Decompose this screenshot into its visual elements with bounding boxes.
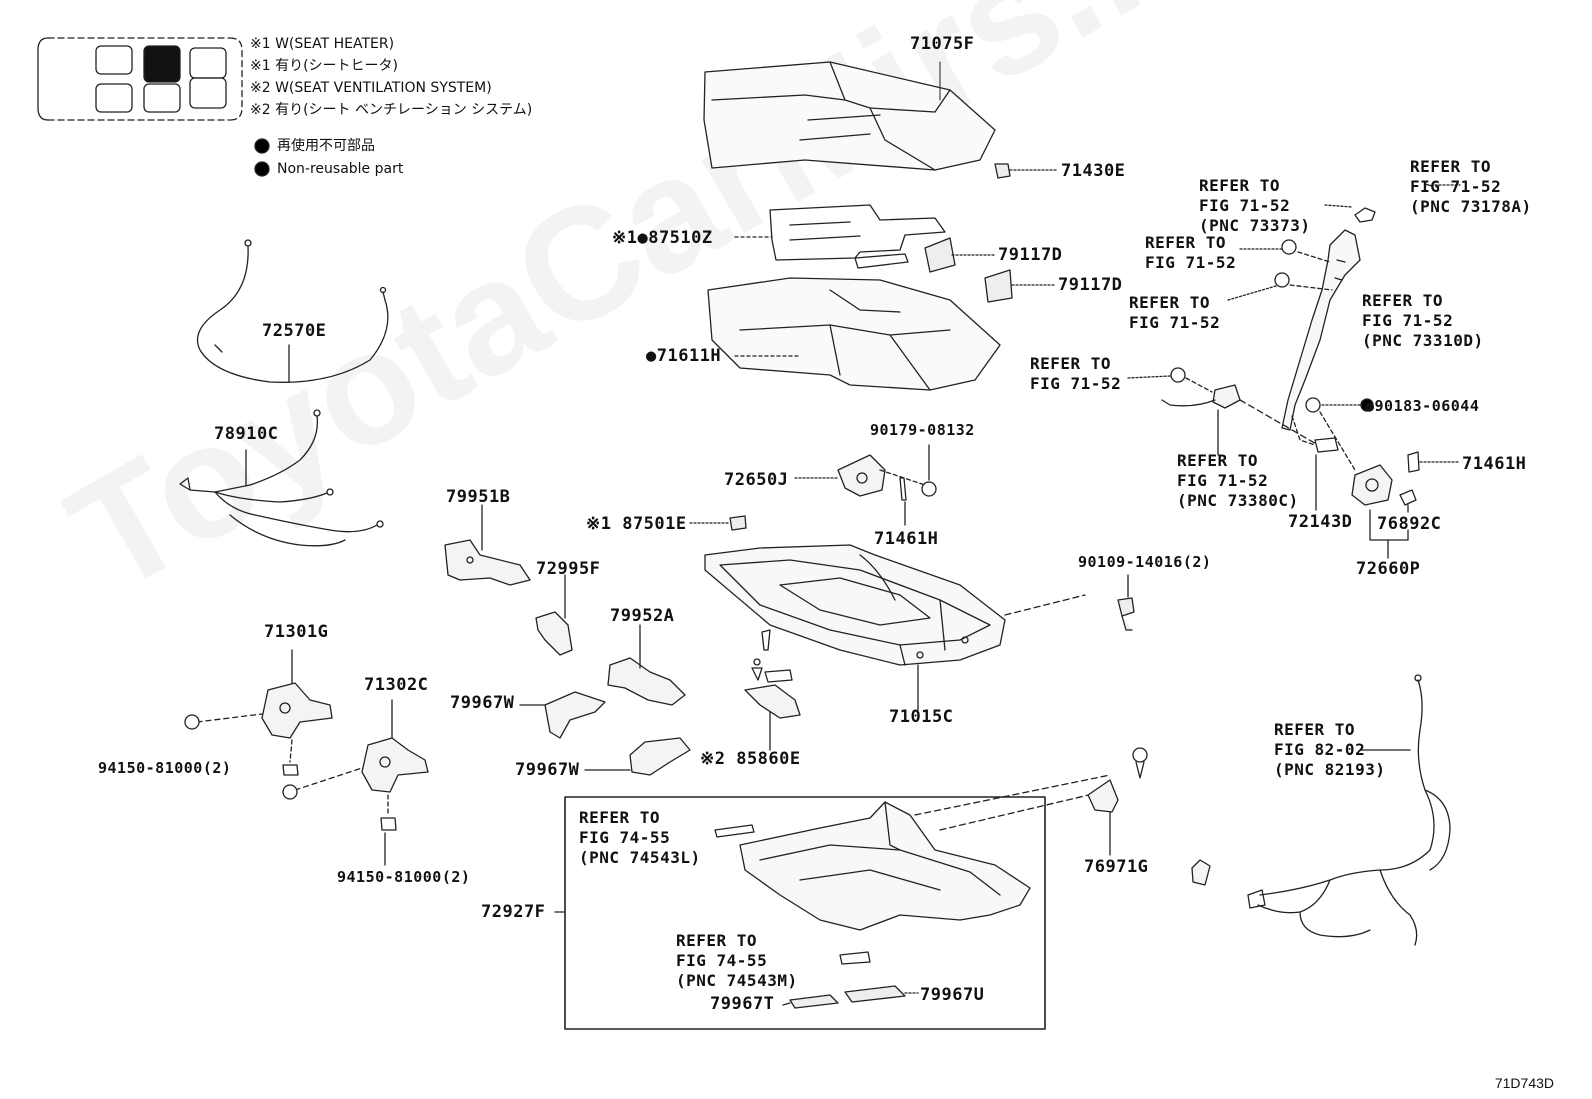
seat-heater-element xyxy=(769,204,946,269)
part-87501E: ※1 87501E xyxy=(586,514,687,534)
seatbelt-buckle-assembly xyxy=(1127,183,1461,559)
hinge-71301G xyxy=(184,649,333,776)
ref-fig-71-52-pnc-73310D: REFER TO FIG 71-52 (PNC 73310D) xyxy=(1362,291,1484,350)
part-79952A: 79952A xyxy=(610,606,675,626)
ref-fig-71-52-pnc-73178A: REFER TO FIG 71-52 (PNC 73178A) xyxy=(1410,157,1532,216)
ref-fig-82-02-pnc-82193: REFER TO FIG 82-02 (PNC 82193) xyxy=(1274,720,1386,779)
ref-fig-71-52-pnc-73373: REFER TO FIG 71-52 (PNC 73373) xyxy=(1199,176,1311,235)
part-94150-81000-a: 94150-81000(2) xyxy=(98,759,232,777)
seat-undercover xyxy=(739,801,1031,931)
wire-harness xyxy=(1247,674,1451,946)
seat-cushion-cover xyxy=(703,61,996,171)
cable-72570E xyxy=(196,239,389,383)
bracket-79951B xyxy=(444,504,531,586)
part-79967W-a: 79967W xyxy=(450,693,515,713)
seat-map-icon xyxy=(37,37,270,177)
part-79951B: 79951B xyxy=(446,487,511,507)
seat-frame xyxy=(704,544,1006,666)
legend-line-2: ※1 有り(シートヒータ) xyxy=(250,58,399,74)
part-71015C: 71015C xyxy=(889,707,954,727)
seat-cushion-pad xyxy=(707,277,1001,391)
part-71461H-b: 71461H xyxy=(1462,454,1527,474)
part-90109-14016: 90109-14016(2) xyxy=(1078,553,1212,571)
legend-line-1: ※1 W(SEAT HEATER) xyxy=(250,36,395,52)
ref-fig-71-52-a: REFER TO FIG 71-52 xyxy=(1145,233,1237,272)
ref-fig-74-55-pnc-74543M: REFER TO FIG 74-55 (PNC 74543M) xyxy=(676,931,798,990)
part-90183-06044: ●90183-06044 xyxy=(1365,397,1480,415)
part-79117D-b: 79117D xyxy=(1058,275,1123,295)
part-85860E: ※2 85860E xyxy=(700,749,801,769)
cover-79967W-b xyxy=(629,737,691,776)
cover-79967W-a xyxy=(544,691,606,739)
part-76971G: 76971G xyxy=(1084,857,1149,877)
legend-non-reusable-jp: 再使用不可部品 xyxy=(277,138,375,154)
ref-fig-74-55-pnc-74543L: REFER TO FIG 74-55 (PNC 74543L) xyxy=(579,808,701,867)
bracket-72650J xyxy=(794,444,937,526)
bracket-79952A xyxy=(607,624,686,706)
part-90179-08132: 90179-08132 xyxy=(870,421,975,439)
part-78910C: 78910C xyxy=(214,424,279,444)
ref-fig-71-52-pnc-73380C: REFER TO FIG 71-52 (PNC 73380C) xyxy=(1177,451,1299,510)
part-71301G: 71301G xyxy=(264,622,329,642)
diagram-code: 71D743D xyxy=(1494,1075,1554,1091)
part-71302C: 71302C xyxy=(364,675,429,695)
part-87510Z: ※1●87510Z xyxy=(612,228,713,248)
part-79967U: 79967U xyxy=(920,985,985,1005)
legend-line-3: ※2 W(SEAT VENTILATION SYSTEM) xyxy=(250,80,492,96)
ref-fig-71-52-c: REFER TO FIG 71-52 xyxy=(1030,354,1122,393)
legend-non-reusable-en: Non-reusable part xyxy=(277,161,404,177)
part-72650J: 72650J xyxy=(724,470,789,490)
cable-78910C xyxy=(179,409,384,547)
undercover-group-box xyxy=(564,796,1046,1030)
part-72143D: 72143D xyxy=(1288,512,1353,532)
part-72927F: 72927F xyxy=(481,902,546,922)
bracket-72995F xyxy=(535,574,573,656)
part-76892C: 76892C xyxy=(1377,514,1442,534)
part-71430E: 71430E xyxy=(1061,161,1126,181)
part-72995F: 72995F xyxy=(536,559,601,579)
part-71461H-a: 71461H xyxy=(874,529,939,549)
part-72570E: 72570E xyxy=(262,321,327,341)
hinge-71302C xyxy=(282,699,429,866)
sensor-85860E xyxy=(744,629,801,751)
legend-line-4: ※2 有り(シート ベンチレーション システム) xyxy=(250,102,533,118)
ref-fig-71-52-b: REFER TO FIG 71-52 xyxy=(1129,293,1221,332)
part-94150-81000-b: 94150-81000(2) xyxy=(337,868,471,886)
part-72660P: 72660P xyxy=(1356,559,1421,579)
part-79967T: 79967T xyxy=(710,994,775,1014)
part-79967W-b: 79967W xyxy=(515,760,580,780)
part-79117D-a: 79117D xyxy=(998,245,1063,265)
part-71611H: ●71611H xyxy=(646,346,722,366)
part-71075F: 71075F xyxy=(910,34,975,54)
